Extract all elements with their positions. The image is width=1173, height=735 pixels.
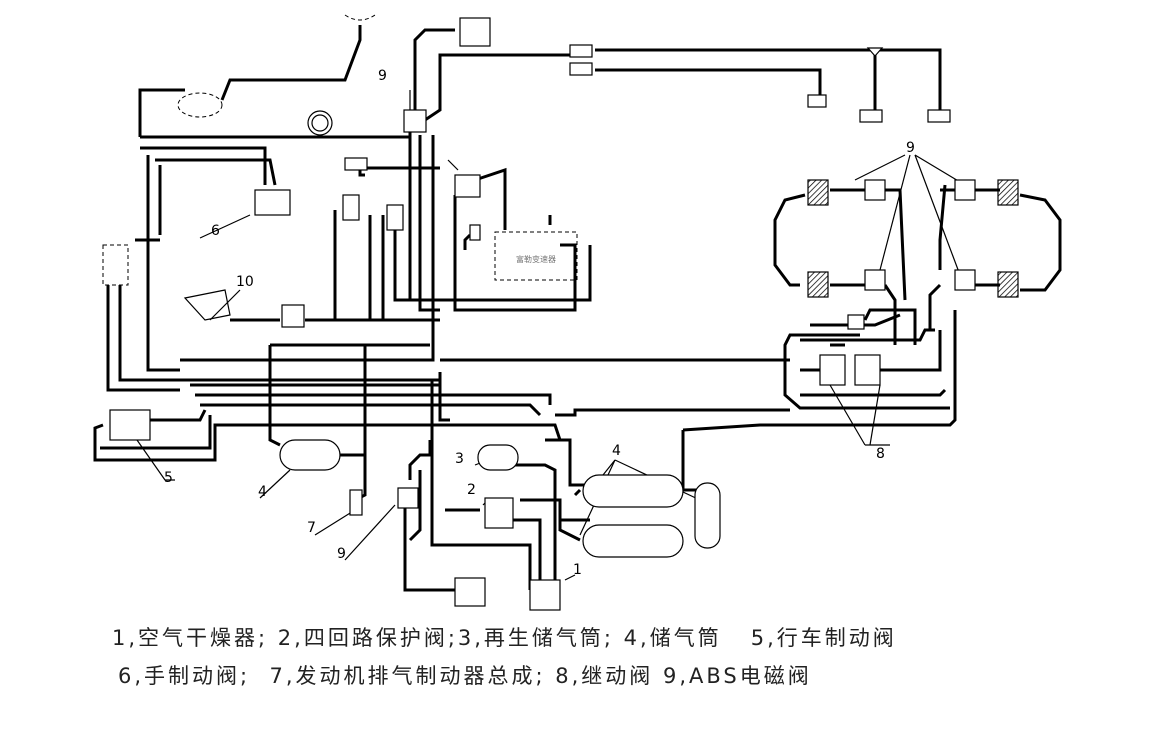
legend-line-1: 1,空气干燥器; 2,四回路保护阀;3,再生储气筒; 4,储气筒 5,行车制动阀 xyxy=(112,626,897,650)
air-tank-a xyxy=(582,474,684,508)
abs-valve-fl xyxy=(864,179,886,201)
svg-text:9: 9 xyxy=(906,140,915,156)
svg-text:7: 7 xyxy=(307,520,316,536)
svg-text:1: 1 xyxy=(573,562,582,578)
relay-valve-1 xyxy=(819,354,846,386)
abs-valve-rr xyxy=(954,269,976,291)
wheel-chamber-fl xyxy=(807,179,829,206)
dryer-outline xyxy=(177,92,223,118)
exhaust-brake xyxy=(349,489,363,516)
relay-valve-2 xyxy=(854,354,881,386)
svg-text:2: 2 xyxy=(467,482,476,498)
svg-text:6: 6 xyxy=(211,223,220,239)
hand-brake-valve xyxy=(254,189,291,216)
svg-text:3: 3 xyxy=(455,451,464,467)
wheel-chamber-rr xyxy=(997,271,1019,298)
air-tank-c xyxy=(694,482,721,549)
callout-labels: 9 6 10 5 4 7 9 3 2 4 1 8 9 xyxy=(164,68,915,578)
brake-chamber-bottom xyxy=(454,577,486,607)
components: 富勒变速器 xyxy=(102,14,1019,611)
dashed-box-left xyxy=(102,244,129,286)
svg-text:4: 4 xyxy=(612,443,621,459)
relay-valve-top-2 xyxy=(569,62,593,76)
wheel-chamber-fr xyxy=(997,179,1019,206)
tee-fitting xyxy=(866,47,884,57)
relay-valve-top-1 xyxy=(569,44,593,58)
svg-text:5: 5 xyxy=(164,470,173,486)
brake-pedal xyxy=(183,289,231,321)
coil xyxy=(307,110,333,136)
abs-valve-fr xyxy=(954,179,976,201)
air-lines xyxy=(93,25,1062,592)
legend-line-2: 6,手制动阀; 7,发动机排气制动器总成; 8,继动阀 9,ABS电磁阀 xyxy=(118,664,812,688)
transmission-box xyxy=(494,231,578,281)
svg-text:9: 9 xyxy=(337,546,346,562)
abs-valve-bottom xyxy=(397,487,419,509)
service-brake-valve xyxy=(109,409,151,441)
air-tank-4 xyxy=(279,439,341,471)
chamber-tr-2 xyxy=(859,109,883,123)
regen-tank-3 xyxy=(477,444,519,471)
svg-text:8: 8 xyxy=(876,446,885,462)
abs-valve-rl xyxy=(864,269,886,291)
svg-text:10: 10 xyxy=(236,274,254,290)
four-circuit-valve xyxy=(484,497,514,529)
svg-text:9: 9 xyxy=(378,68,387,84)
air-tank-b xyxy=(582,524,684,558)
brake-chamber-top xyxy=(459,17,491,47)
transmission-label: 富勒变速器 xyxy=(516,254,556,264)
wheel-chamber-rl xyxy=(807,271,829,298)
air-dryer xyxy=(529,579,561,611)
chamber-tr-1 xyxy=(807,94,827,108)
svg-text:4: 4 xyxy=(258,484,267,500)
chamber-tr-3 xyxy=(927,109,951,123)
abs-valve-top xyxy=(403,109,427,133)
